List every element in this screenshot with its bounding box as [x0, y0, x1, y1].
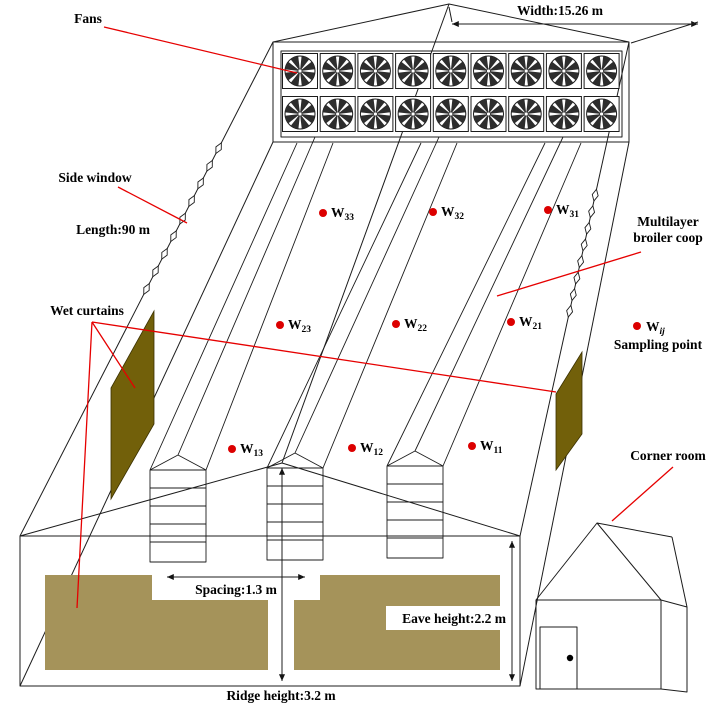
- side-window-label: Side window: [58, 170, 131, 185]
- fan-icon: [395, 96, 432, 132]
- width-label: Width:15.26 m: [517, 3, 604, 18]
- front-wall: [19, 535, 521, 687]
- fan-icon: [282, 53, 318, 89]
- side-window-icon: [206, 159, 213, 173]
- sampling-point-label: W33: [331, 205, 354, 223]
- side-window-icon: [588, 204, 596, 219]
- legend: Wij Sampling point: [614, 319, 703, 352]
- fan-icon: [319, 96, 356, 132]
- fans-bank: [282, 53, 620, 132]
- sampling-point-dot: [276, 321, 284, 329]
- multilayer-pointer-line: [496, 251, 642, 297]
- cage-row-left: [149, 136, 334, 563]
- sampling-point-dot: [429, 208, 437, 216]
- side-window-icon: [152, 265, 159, 278]
- side-window-icon: [591, 188, 599, 202]
- sampling-point-label: W32: [441, 204, 464, 222]
- corner-room: [535, 522, 688, 693]
- fan-icon: [357, 96, 394, 132]
- sampling-point-dot: [468, 442, 476, 450]
- fan-icon: [583, 96, 620, 132]
- side-window-icon: [584, 221, 592, 236]
- sampling-point-label: W11: [480, 438, 503, 456]
- side-window-icon: [577, 254, 585, 269]
- side-window-icon: [170, 229, 177, 243]
- corner-room-pointer-line: [611, 466, 674, 522]
- side-window-icon: [179, 212, 186, 225]
- fans-label: Fans: [74, 11, 102, 26]
- fan-icon: [545, 96, 582, 132]
- door-knob-icon: [566, 654, 574, 662]
- multilayer-cage-rows: [149, 136, 582, 563]
- sampling-point-label: W31: [556, 202, 579, 220]
- fan-icon: [545, 53, 582, 89]
- spacing-label: Spacing:1.3 m: [195, 582, 278, 597]
- fan-icon: [319, 53, 356, 89]
- fan-icon: [508, 96, 545, 132]
- spacing-label-backdrop: [152, 564, 320, 600]
- wet-curtain-right: [555, 350, 583, 472]
- eave-label-backdrop: [386, 606, 508, 630]
- dimension-arrows: [167, 6, 699, 681]
- fan-icon: [282, 96, 318, 132]
- front-gable-roof: [19, 462, 521, 537]
- sampling-point-dot: [348, 444, 356, 452]
- sampling-point-label: W12: [360, 440, 383, 458]
- eave-height-label: Eave height:2.2 m: [402, 611, 507, 626]
- corner-room-label: Corner room: [630, 448, 706, 463]
- fan-housing-frame: [280, 50, 623, 138]
- multilayer-label-line1: Multilayer: [637, 214, 698, 229]
- sampling-point-dot: [228, 445, 236, 453]
- fan-icon: [357, 53, 394, 89]
- back-wall: [272, 41, 630, 143]
- wet-curtains-label: Wet curtains: [50, 303, 124, 318]
- legend-symbol: Wij: [646, 319, 665, 337]
- side-window-icon: [197, 177, 204, 190]
- fan-icon: [432, 96, 469, 132]
- side-window-icon: [573, 271, 581, 285]
- fan-icon: [432, 53, 469, 89]
- side-window-pointer-line: [117, 186, 188, 224]
- fan-icon: [395, 53, 432, 89]
- sampling-point-dot: [544, 206, 552, 214]
- cage-row-middle: [266, 136, 458, 561]
- sampling-point-dot: [392, 320, 400, 328]
- corner-room-roof: [535, 522, 688, 693]
- side-window-icon: [188, 194, 195, 208]
- fan-icon: [583, 53, 620, 89]
- multilayer-label-line2: broiler coop: [633, 230, 703, 245]
- legend-sampling-dot-icon: [633, 322, 641, 330]
- side-window-icon: [215, 141, 222, 155]
- width-extension-lines: [448, 6, 699, 44]
- sampling-point-dot: [319, 209, 327, 217]
- fan-icon: [470, 53, 507, 89]
- sampling-point-label: W13: [240, 441, 263, 459]
- length-label: Length:90 m: [76, 222, 151, 237]
- sampling-point-label: W21: [519, 314, 542, 332]
- sampling-point-label: W22: [404, 316, 427, 334]
- fan-icon: [508, 53, 545, 89]
- side-window-icon: [569, 287, 577, 302]
- legend-text: Sampling point: [614, 337, 703, 352]
- wet-curtains-pointer-lines: [76, 321, 557, 609]
- annotation-lines: [76, 26, 674, 609]
- sampling-point-label: W23: [288, 317, 311, 335]
- fans-pointer-line: [103, 26, 298, 74]
- side-window-icon: [161, 247, 168, 261]
- corner-room-front-face: [535, 599, 662, 690]
- right-side-windows: [566, 188, 599, 319]
- side-window-icon: [580, 238, 588, 252]
- side-window-icon: [143, 282, 150, 296]
- side-window-icon: [566, 304, 574, 319]
- left-side-windows: [143, 141, 222, 296]
- cage-row-right: [386, 136, 582, 559]
- fan-icon: [470, 96, 507, 132]
- ridge-height-label: Ridge height:3.2 m: [226, 688, 336, 703]
- wet-curtain-left: [110, 309, 155, 501]
- sampling-point-dot: [507, 318, 515, 326]
